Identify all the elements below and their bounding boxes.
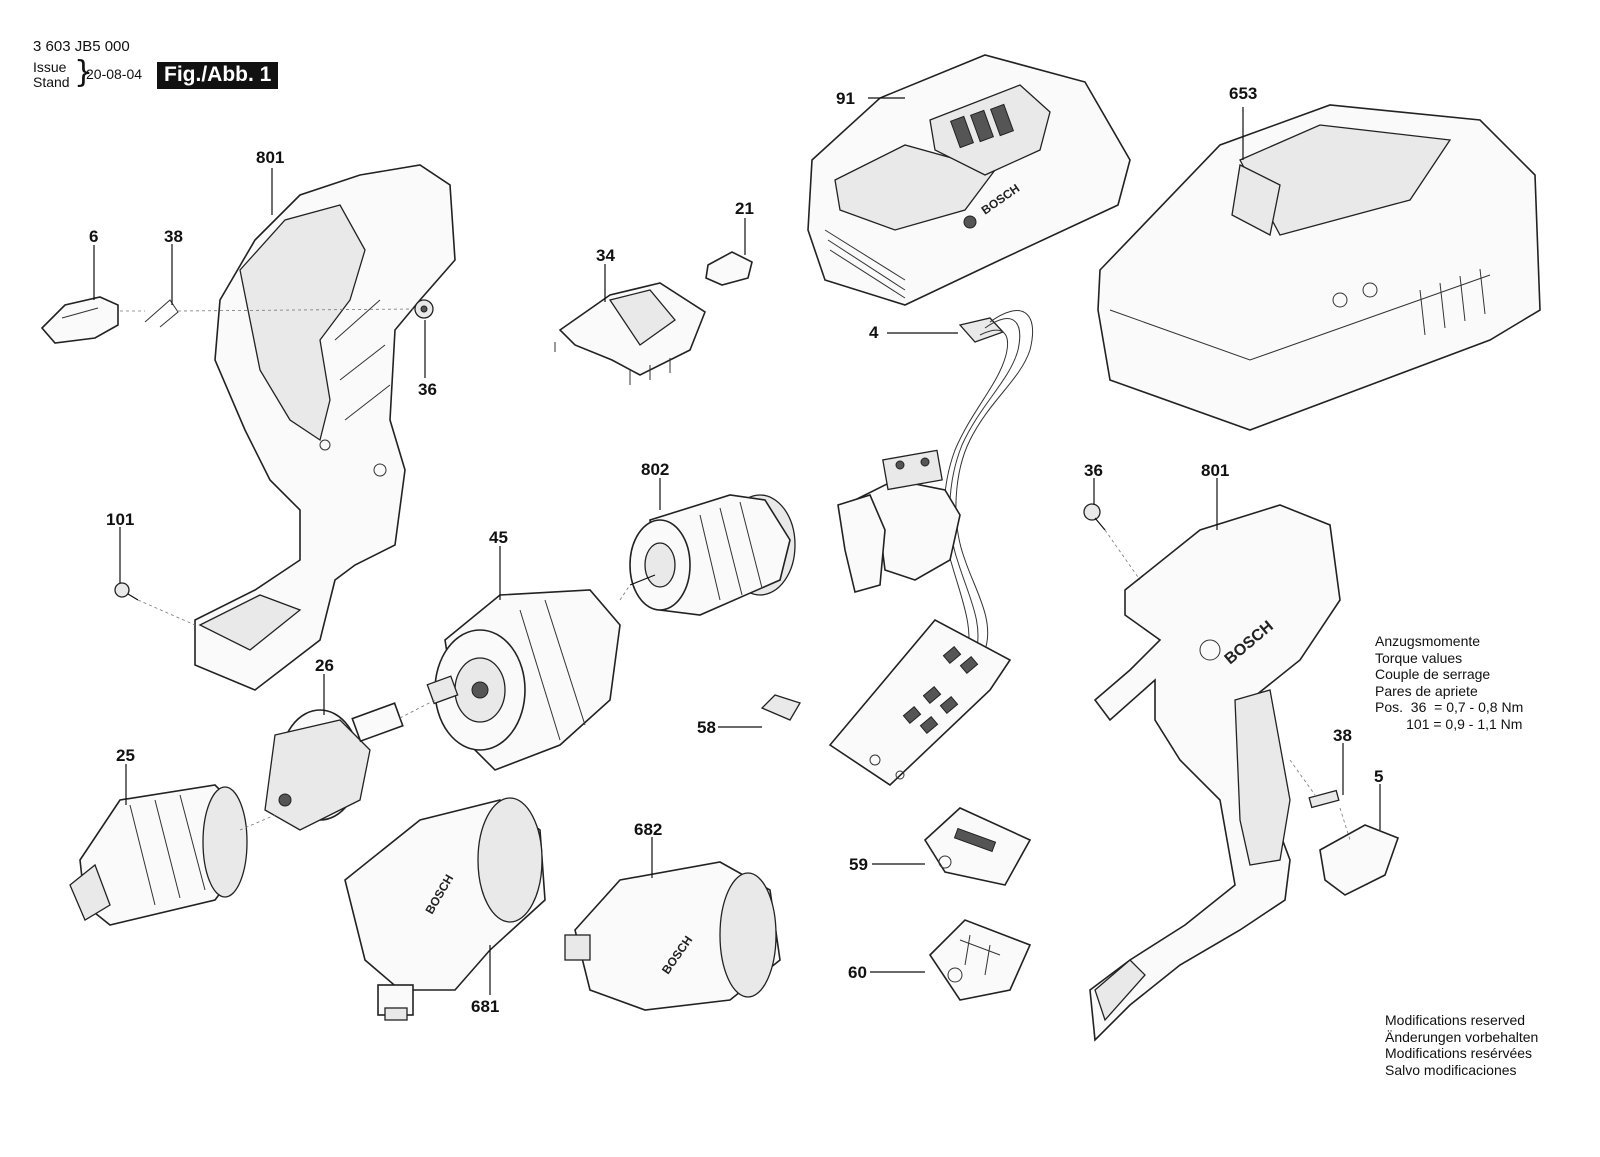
modifications-line-es: Salvo modificaciones: [1385, 1061, 1517, 1078]
callout-801-left: 801: [256, 148, 285, 167]
callout-6: 6: [89, 227, 99, 246]
modifications-line-fr: Modifications resérvées: [1385, 1045, 1533, 1061]
issue-label: Issue Stand: [33, 60, 70, 90]
housing-half-left-part-801: [194, 164, 456, 691]
callout-5: 5: [1374, 767, 1384, 786]
callout-4: 4: [869, 323, 879, 342]
callout-101: 101: [106, 510, 135, 529]
cover-part-34: [554, 282, 706, 385]
circuit-board: [828, 618, 1012, 787]
issue-label-en: Issue: [33, 59, 67, 75]
callout-45: 45: [489, 528, 508, 547]
callout-21: 21: [735, 199, 754, 218]
motor-part-802: [629, 494, 796, 616]
brace-glyph: }: [74, 55, 94, 90]
callout-681: 681: [471, 997, 500, 1016]
torque-line-en: Torque values: [1375, 649, 1463, 666]
offset-adapter-part-682: BOSCH: [564, 861, 781, 1011]
switch-wiring-part-4: [837, 310, 1034, 661]
callout-60: 60: [848, 963, 867, 982]
spring-part-38-right: [1308, 789, 1340, 809]
issue-label-de: Stand: [33, 74, 70, 90]
angle-adapter-part-681: BOSCH: [344, 797, 546, 1021]
callout-91: 91: [836, 89, 855, 108]
issue-date: 20-08-04: [86, 66, 143, 82]
callout-36-left: 36: [418, 380, 437, 399]
leader-lines: [93, 97, 1381, 995]
assembly-path-lines: [120, 308, 1351, 841]
modifications-note: Modifications reserved Änderungen vorbeh…: [1385, 1012, 1538, 1078]
document-number: 3 603 JB5 000: [33, 38, 130, 55]
callout-25: 25: [116, 746, 135, 765]
torque-pos-101: 101 = 0,9 - 1,1 Nm: [1375, 715, 1523, 732]
torque-line-de: Anzugsmomente: [1375, 633, 1481, 649]
screw-part-101: [114, 582, 139, 601]
callout-36-right: 36: [1084, 461, 1103, 480]
spring-part-38-left: [144, 299, 179, 328]
callout-58: 58: [697, 718, 716, 737]
modifications-line-de: Änderungen vorbehalten: [1385, 1028, 1539, 1045]
part-59: [923, 807, 1032, 886]
callout-59: 59: [849, 855, 868, 874]
callout-38-right: 38: [1333, 726, 1352, 745]
torque-values-note: Anzugsmomente Torque values Couple de se…: [1375, 633, 1523, 732]
callout-682: 682: [634, 820, 663, 839]
part-58: [760, 694, 801, 721]
callout-801-right: 801: [1201, 461, 1230, 480]
part-21: [705, 251, 753, 286]
chuck-part-25: [69, 784, 248, 926]
callout-34: 34: [596, 246, 615, 265]
gearbox-part-45: [426, 589, 621, 771]
torque-pos-36: Pos. 36 = 0,7 - 0,8 Nm: [1375, 699, 1524, 715]
part-60: [928, 919, 1032, 1001]
screw-part-36-left: [414, 299, 434, 319]
figure-title: Fig./Abb. 1: [157, 62, 279, 89]
battery-pack-part-91: BOSCH: [807, 54, 1131, 306]
callout-653: 653: [1229, 84, 1258, 103]
torque-line-es: Pares de apriete: [1375, 682, 1478, 699]
torque-line-fr: Couple de serrage: [1375, 666, 1491, 682]
callout-38-left: 38: [164, 227, 183, 246]
part-6: [40, 296, 119, 344]
callout-802: 802: [641, 460, 670, 479]
modifications-line-en: Modifications reserved: [1385, 1012, 1526, 1028]
charger-part-653: [1097, 104, 1541, 431]
part-5: [1319, 824, 1400, 896]
screw-part-36-right: [1083, 503, 1106, 531]
callout-26: 26: [315, 656, 334, 675]
housing-half-right-part-801: BOSCH: [1089, 504, 1341, 1042]
clutch-part-26: [264, 702, 404, 831]
